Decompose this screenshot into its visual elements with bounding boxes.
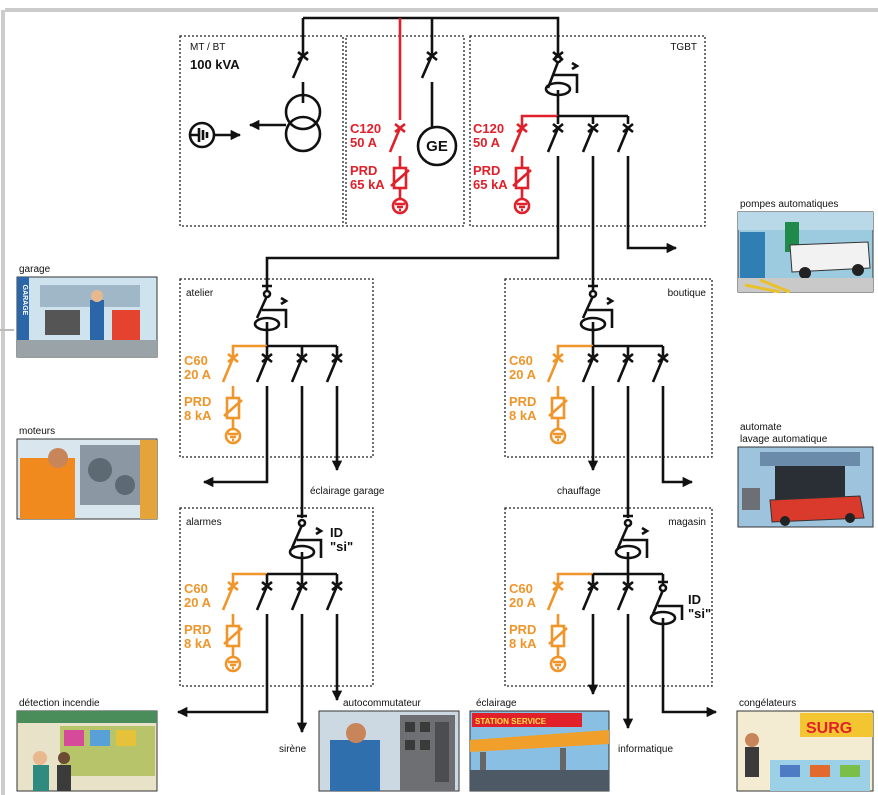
panel-moteurs: moteurs bbox=[16, 426, 158, 520]
mtbt-power: 100 kVA bbox=[190, 57, 240, 72]
detection-caption: détection incendie bbox=[19, 698, 100, 709]
magasin-prd-rating: 8 kA bbox=[509, 636, 537, 651]
boutique-prd-label: PRD bbox=[509, 394, 536, 409]
ge-breaker-label: C120 bbox=[350, 121, 381, 136]
magasin-circuit: C60 20 A PRD 8 kA ID "si" informatique bbox=[509, 508, 716, 755]
ge-box bbox=[345, 35, 465, 227]
ge-symbol bbox=[416, 125, 458, 167]
atelier-prd-rating: 8 kA bbox=[184, 408, 212, 423]
panel-automate: automate lavage automatique bbox=[737, 422, 874, 528]
panel-eclairage: éclairage STATION SERVICE bbox=[469, 698, 610, 792]
atelier-circuit: C60 20 A PRD 8 kA éclairage garage bbox=[184, 278, 385, 508]
atelier-breaker-label: C60 bbox=[184, 353, 208, 368]
alarmes-breaker-label: C60 bbox=[184, 581, 208, 596]
ge-prd-rating: 65 kA bbox=[350, 177, 385, 192]
eclairage-caption: éclairage bbox=[476, 698, 517, 709]
atelier-prd-label: PRD bbox=[184, 394, 211, 409]
alarmes-breaker-rating: 20 A bbox=[184, 595, 212, 610]
boutique-breaker-rating: 20 A bbox=[509, 367, 537, 382]
automate-caption-1: automate bbox=[740, 422, 782, 433]
ge-text: GE bbox=[426, 138, 448, 155]
atelier-breaker-rating: 20 A bbox=[184, 367, 212, 382]
magasin-breaker-rating: 20 A bbox=[509, 595, 537, 610]
boutique-title: boutique bbox=[668, 288, 707, 299]
alarmes-title: alarmes bbox=[186, 517, 222, 528]
output-informatique: informatique bbox=[618, 744, 673, 755]
mtbt-title: MT / BT bbox=[190, 42, 225, 53]
panel-garage: garage GARAGE bbox=[16, 264, 158, 358]
alarmes-prd-rating: 8 kA bbox=[184, 636, 212, 651]
generator-circuit: C120 50 A PRD 65 kA GE bbox=[350, 18, 458, 215]
alarmes-prd-label: PRD bbox=[184, 622, 211, 637]
boutique-box bbox=[504, 278, 713, 458]
magasin-title: magasin bbox=[668, 517, 706, 528]
tgbt-prd-label: PRD bbox=[473, 163, 500, 178]
garage-caption: garage bbox=[19, 264, 51, 275]
magasin-id-type: "si" bbox=[688, 606, 711, 621]
tgbt-title: TGBT bbox=[670, 42, 697, 53]
magasin-id-label: ID bbox=[688, 592, 701, 607]
station-sign: STATION SERVICE bbox=[475, 717, 547, 726]
tgbt-breaker-label: C120 bbox=[473, 121, 504, 136]
ge-prd-label: PRD bbox=[350, 163, 377, 178]
panel-congelateurs: congélateurs SURG bbox=[736, 698, 874, 792]
alarmes-id-type: "si" bbox=[330, 539, 353, 554]
magasin-box bbox=[504, 507, 713, 687]
surgel-sign: SURG bbox=[806, 720, 852, 737]
alarmes-box bbox=[179, 507, 374, 687]
boutique-prd-rating: 8 kA bbox=[509, 408, 537, 423]
mtbt-box bbox=[179, 35, 344, 227]
panel-detection: détection incendie bbox=[16, 698, 158, 792]
tgbt-breaker-rating: 50 A bbox=[473, 135, 501, 150]
garage-sign: GARAGE bbox=[21, 285, 28, 316]
panel-autocommutateur: autocommutateur bbox=[318, 698, 460, 792]
autocommutateur-caption: autocommutateur bbox=[343, 698, 421, 709]
transformer-circuit bbox=[188, 16, 560, 153]
moteurs-caption: moteurs bbox=[19, 426, 55, 437]
tgbt-box bbox=[469, 35, 706, 227]
boutique-breaker-label: C60 bbox=[509, 353, 533, 368]
output-eclairage-garage: éclairage garage bbox=[310, 486, 385, 497]
tgbt-prd-rating: 65 kA bbox=[473, 177, 508, 192]
congelateurs-caption: congélateurs bbox=[739, 698, 796, 709]
atelier-box bbox=[179, 278, 374, 458]
output-chauffage: chauffage bbox=[557, 486, 601, 497]
alarmes-circuit: ID "si" C60 20 A PRD 8 kA sirène bbox=[178, 508, 353, 755]
automate-caption-2: lavage automatique bbox=[740, 434, 828, 445]
output-sirene: sirène bbox=[279, 744, 307, 755]
tgbt-circuit: C120 50 A PRD 65 kA bbox=[265, 40, 676, 278]
magasin-breaker-label: C60 bbox=[509, 581, 533, 596]
pompes-caption: pompes automatiques bbox=[740, 199, 838, 210]
ge-breaker-rating: 50 A bbox=[350, 135, 378, 150]
atelier-title: atelier bbox=[186, 288, 214, 299]
boutique-circuit: C60 20 A PRD 8 kA chauffage bbox=[509, 278, 692, 508]
alarmes-id-label: ID bbox=[330, 525, 343, 540]
magasin-prd-label: PRD bbox=[509, 622, 536, 637]
panel-pompes: pompes automatiques bbox=[737, 199, 874, 294]
